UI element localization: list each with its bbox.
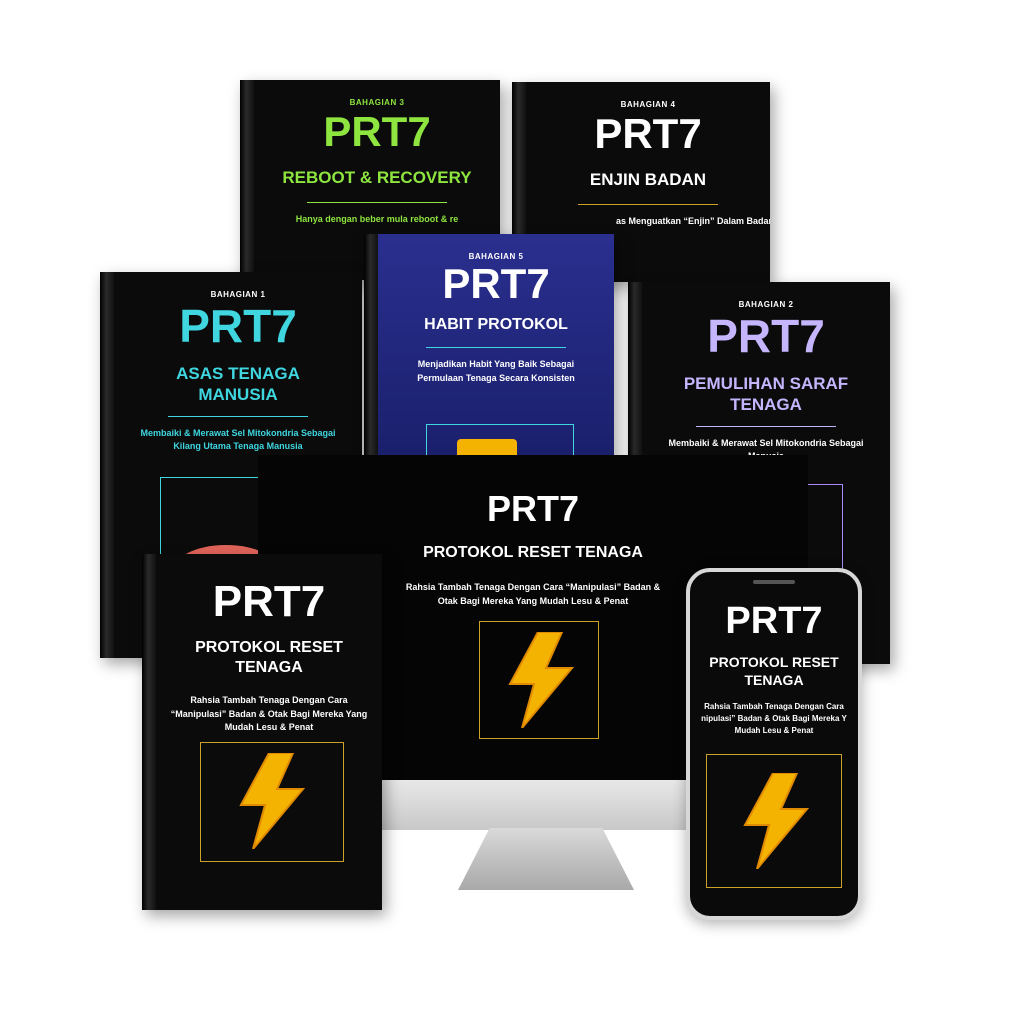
main-book-brand: PRT7 [212,577,326,626]
monitor-cover-frame [479,621,599,739]
book-part-label: BAHAGIAN 5 [468,252,524,261]
book-part-label: BAHAGIAN 2 [738,300,794,309]
lightning-bolt-icon [508,632,575,728]
book-title: ASAS TENAGA MANUSIA [176,364,300,405]
book-description: Hanya dengan beber mula reboot & re [295,214,459,225]
lightning-bolt-icon [743,773,810,869]
phone-speaker [753,580,795,584]
main-book-cover-frame [200,742,344,862]
main-book-description: Rahsia Tambah Tenaga Dengan Cara “Manipu… [170,695,368,732]
lightning-bolt-icon [239,753,306,849]
phone-brand: PRT7 [725,600,823,642]
monitor-stand [458,828,634,890]
main-book: PRT7 PROTOKOL RESET TENAGA Rahsia Tambah… [142,554,382,910]
book-brand: PRT7 [707,310,825,362]
phone-description: Rahsia Tambah Tenaga Dengan Cara nipulas… [701,702,847,735]
main-book-title: PROTOKOL RESET TENAGA [195,639,343,676]
book-brand: PRT7 [323,108,431,155]
book-brand: PRT7 [594,110,702,157]
divider [168,415,308,417]
book-title: ENJIN BADAN [589,170,707,189]
book-description: as Menguatkan “Enjin” Dalam Badan [616,216,770,227]
monitor-title: PROTOKOL RESET TENAGA [423,544,643,561]
divider [578,204,718,206]
phone-cover-frame [706,754,842,888]
monitor-brand: PRT7 [486,488,580,529]
book-title: REBOOT & RECOVERY [282,168,472,187]
book-brand: PRT7 [442,260,550,307]
book-brand: PRT7 [179,300,297,352]
divider [426,347,566,348]
phone-device: PRT7 PROTOKOL RESET TENAGA Rahsia Tambah… [686,568,862,920]
book-description: Membaiki & Merawat Sel Mitokondria Sebag… [140,427,336,452]
book-part-label: BAHAGIAN 3 [349,98,405,107]
monitor-description: Rahsia Tambah Tenaga Dengan Cara “Manipu… [405,582,661,606]
book-title: HABIT PROTOKOL [424,316,568,333]
book-description: Menjadikan Habit Yang Baik Sebagai Permu… [417,359,575,383]
divider [696,425,836,427]
book-part-label: BAHAGIAN 1 [210,290,266,299]
book-title: PEMULIHAN SARAF TENAGA [683,374,849,415]
book-part-label: BAHAGIAN 4 [620,100,676,109]
divider [307,202,447,204]
book-bahagian-5: BAHAGIAN 5 PRT7 HABIT PROTOKOL Menjadika… [364,234,614,464]
phone-title: PROTOKOL RESET TENAGA [709,654,839,688]
